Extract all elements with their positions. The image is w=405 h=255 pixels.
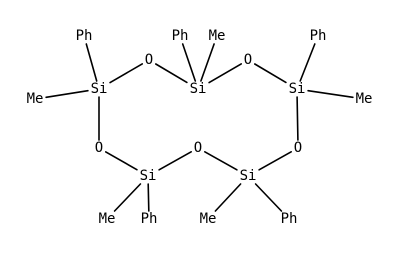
bond-si1-o1: [109, 63, 143, 84]
bond-si4-me4: [113, 183, 142, 212]
bond-si5-o4: [204, 151, 238, 171]
bond-o3-si5: [258, 151, 293, 171]
bond-si1-me1: [45, 89, 89, 99]
label-layer: Si Si Si Si Si O O O O O Ph Me Ph Me Ph …: [27, 28, 373, 227]
silicon-atom-top-center: Si: [190, 81, 207, 97]
bond-layer: [45, 43, 354, 212]
methyl-group-left: Me: [27, 91, 44, 107]
bond-si3-ph3: [299, 43, 316, 82]
bond-o1-si2: [155, 63, 188, 84]
bond-si4-o5: [105, 151, 138, 171]
methyl-group-bottom-right: Me: [200, 211, 217, 227]
phenyl-group-right: Ph: [310, 28, 327, 44]
oxygen-atom-right: O: [294, 140, 302, 156]
bond-si5-me5: [214, 183, 242, 212]
bond-si4-ph4: [147, 183, 150, 212]
bond-si3-me3: [307, 89, 354, 99]
bond-si2-me2: [200, 43, 215, 82]
methyl-group-right: Me: [356, 91, 373, 107]
silicon-atom-bottom-left: Si: [140, 168, 157, 184]
phenyl-group-bottom-left: Ph: [141, 211, 158, 227]
phenyl-group-top-center: Ph: [172, 28, 189, 44]
methyl-group-bottom-left: Me: [99, 211, 116, 227]
silicon-atom-bottom-right: Si: [240, 168, 257, 184]
bond-o2-si3: [254, 63, 287, 84]
bond-o4-si4: [158, 151, 192, 171]
bond-si2-o2: [208, 63, 242, 84]
phenyl-group-left: Ph: [76, 28, 93, 44]
bond-si2-ph2: [181, 43, 197, 82]
oxygen-atom-bottom-center: O: [194, 140, 202, 156]
bond-si3-o3: [296, 96, 299, 141]
methyl-group-top-center: Me: [209, 28, 226, 44]
bond-si5-ph5: [254, 183, 283, 212]
oxygen-atom-top-right: O: [244, 52, 252, 68]
phenyl-group-bottom-right: Ph: [281, 211, 298, 227]
bond-si1-ph1: [85, 43, 98, 82]
silicon-atom-right: Si: [289, 81, 306, 97]
oxygen-atom-left: O: [95, 140, 103, 156]
oxygen-atom-top-left: O: [145, 52, 153, 68]
silicon-atom-left: Si: [91, 81, 108, 97]
